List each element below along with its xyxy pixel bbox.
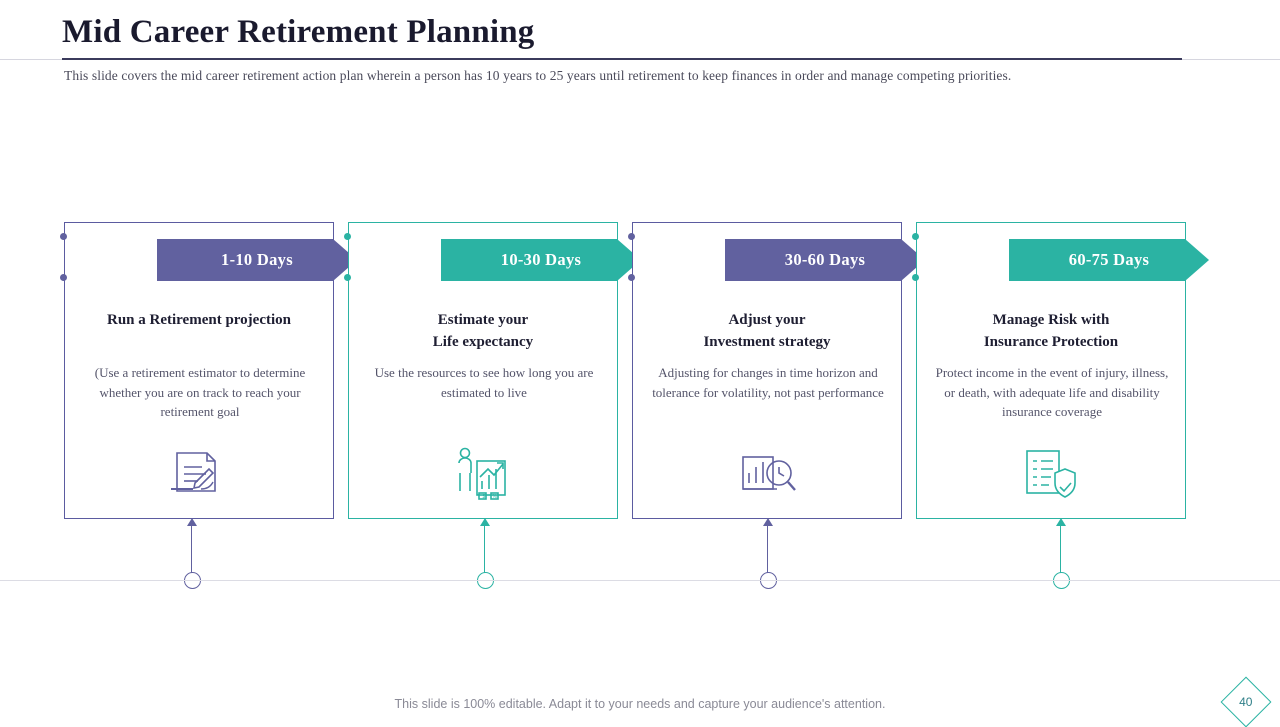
card-3-connector-dot-bottom <box>628 274 635 281</box>
card-4-connector-dot-bottom <box>912 274 919 281</box>
card-3-arrow-icon <box>763 518 773 526</box>
card-2-heading-line1: Estimate your <box>437 312 529 328</box>
card-2-stem <box>484 525 485 579</box>
card-4-heading: Manage Risk with Insurance Protection <box>917 309 1185 353</box>
bar-chart-magnifier-icon <box>735 443 799 501</box>
footer-note: This slide is 100% editable. Adapt it to… <box>394 697 886 711</box>
card-2-heading: Estimate your Life expectancy <box>349 309 617 353</box>
page-number: 40 <box>1239 694 1253 709</box>
card-3-heading-line1: Adjust your <box>728 312 806 328</box>
card-2-connector-dot-bottom <box>344 274 351 281</box>
card-3-heading-line2: Investment strategy <box>703 334 831 350</box>
card-4-heading-line2: Insurance Protection <box>983 334 1119 350</box>
card-1-arrow-icon <box>187 518 197 526</box>
timeline-baseline <box>0 580 1280 581</box>
svg-text:$: $ <box>483 494 486 500</box>
card-2-heading-line2: Life expectancy <box>432 334 534 350</box>
card-1-stem <box>191 525 192 579</box>
card-3-heading: Adjust your Investment strategy <box>633 309 901 353</box>
page-subtitle: This slide covers the mid career retirem… <box>64 68 1012 83</box>
card-4-body: Protect income in the event of injury, i… <box>935 365 1169 419</box>
card-3-connector-dot-top <box>628 233 635 240</box>
card-4-connector-dot-top <box>912 233 919 240</box>
document-pen-icon <box>167 443 231 501</box>
card-1-banner[interactable]: 1-10 Days <box>157 239 357 281</box>
card-4-stem <box>1060 525 1061 579</box>
card-3-banner-label: 30-60 Days <box>784 250 866 269</box>
card-2-connector-dot-top <box>344 233 351 240</box>
card-2-banner[interactable]: 10-30 Days <box>441 239 641 281</box>
person-growth-chart-icon: $ % <box>451 443 515 501</box>
checklist-shield-icon <box>1019 443 1083 501</box>
card-1-body: (Use a retirement estimator to determine… <box>94 365 306 419</box>
card-1-banner-label: 1-10 Days <box>221 250 293 269</box>
card-4-heading-line1: Manage Risk with <box>992 312 1110 328</box>
card-4-banner-label: 60-75 Days <box>1068 250 1150 269</box>
card-3-body: Adjusting for changes in time horizon an… <box>652 365 884 400</box>
card-1-connector-dot-bottom <box>60 274 67 281</box>
card-1-connector-dot-top <box>60 233 67 240</box>
card-2-banner-label: 10-30 Days <box>500 250 582 269</box>
header-underline <box>62 58 1182 60</box>
card-1-heading: Run a Retirement projection <box>107 312 291 328</box>
card-3-banner[interactable]: 30-60 Days <box>725 239 925 281</box>
page-title: Mid Career Retirement Planning <box>62 14 535 50</box>
card-2-body: Use the resources to see how long you ar… <box>374 365 594 400</box>
card-4-banner[interactable]: 60-75 Days <box>1009 239 1209 281</box>
svg-text:%: % <box>493 494 498 500</box>
card-2-arrow-icon <box>480 518 490 526</box>
card-4-arrow-icon <box>1056 518 1066 526</box>
card-3-stem <box>767 525 768 579</box>
